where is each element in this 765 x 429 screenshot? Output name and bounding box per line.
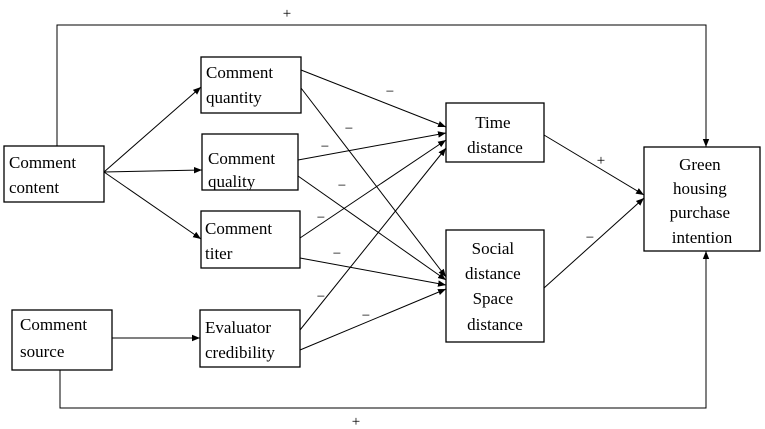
label-comment-quality: Comment quality bbox=[208, 149, 279, 191]
edge-quality-to-social bbox=[297, 175, 447, 281]
edge-social-to-green bbox=[543, 197, 645, 289]
label-line: intention bbox=[672, 228, 733, 247]
edge-quality-to-time bbox=[297, 131, 447, 161]
sign-titer-time: − bbox=[317, 210, 325, 226]
label-line: Green bbox=[679, 155, 721, 174]
label-green-housing-purchase-intention: Green housing purchase intention bbox=[670, 155, 735, 247]
sign-bottom-plus: + bbox=[352, 414, 360, 429]
label-line: Comment bbox=[20, 315, 87, 334]
label-line: distance bbox=[467, 315, 523, 334]
label-line: content bbox=[9, 178, 59, 197]
edge-content-to-titer bbox=[103, 171, 202, 240]
sign-quantity-social: − bbox=[345, 121, 353, 137]
label-line: Comment bbox=[206, 63, 273, 82]
label-time-distance: Time distance bbox=[467, 113, 523, 157]
edge-quantity-to-time bbox=[300, 69, 447, 128]
label-comment-content: Comment content bbox=[9, 153, 80, 197]
label-line: Comment bbox=[205, 219, 272, 238]
label-comment-source: Comment source bbox=[20, 315, 91, 361]
sign-top-plus: + bbox=[283, 6, 291, 22]
label-line: titer bbox=[205, 244, 233, 263]
label-line: Comment bbox=[9, 153, 76, 172]
label-line: purchase bbox=[670, 203, 730, 222]
box-comment-source bbox=[11, 309, 113, 371]
sign-credibility-time: − bbox=[317, 289, 325, 305]
label-line: Social bbox=[472, 239, 515, 258]
edge-labels: + + − − − − − − − − + − bbox=[283, 6, 605, 429]
node-boxes bbox=[3, 56, 761, 371]
label-line: Comment bbox=[208, 149, 275, 168]
label-line: distance bbox=[465, 264, 521, 283]
label-line: quality bbox=[208, 172, 256, 191]
label-social-space-distance: Social distance Space distance bbox=[465, 239, 525, 334]
label-evaluator-credibility: Evaluator credibility bbox=[205, 318, 275, 362]
edge-titer-to-social bbox=[299, 257, 447, 287]
edge-time-to-green bbox=[543, 134, 645, 196]
box-comment-quantity bbox=[200, 56, 302, 114]
edge-content-to-quality bbox=[103, 166, 203, 174]
box-comment-quality bbox=[201, 133, 299, 191]
label-comment-quantity: Comment quantity bbox=[206, 63, 277, 107]
sign-quality-time: − bbox=[321, 139, 329, 155]
label-line: housing bbox=[673, 179, 727, 198]
label-line: credibility bbox=[205, 343, 275, 362]
label-line: Evaluator bbox=[205, 318, 271, 337]
sign-quality-social: − bbox=[338, 178, 346, 194]
edge-content-to-quantity bbox=[103, 86, 202, 173]
edges bbox=[56, 24, 710, 409]
sign-time-green: + bbox=[597, 153, 605, 169]
label-line: distance bbox=[467, 138, 523, 157]
label-line: source bbox=[20, 342, 64, 361]
box-green-housing-purchase-intention bbox=[643, 146, 761, 252]
box-comment-titer bbox=[200, 210, 301, 269]
edge-titer-to-time bbox=[299, 139, 447, 239]
edge-credibility-to-social bbox=[299, 288, 447, 351]
sign-credibility-social: − bbox=[362, 308, 370, 324]
box-social-space-distance bbox=[445, 229, 545, 343]
label-line: Time bbox=[475, 113, 510, 132]
box-evaluator-credibility bbox=[199, 309, 301, 368]
edge-source-to-green bbox=[59, 251, 710, 409]
node-labels: Comment content Comment quantity Comment… bbox=[9, 63, 735, 362]
label-comment-titer: Comment titer bbox=[205, 219, 276, 263]
sign-social-green: − bbox=[586, 230, 594, 246]
label-line: Space bbox=[473, 289, 514, 308]
edge-quantity-to-social bbox=[300, 87, 447, 278]
sign-quantity-time: − bbox=[386, 84, 394, 100]
label-line: quantity bbox=[206, 88, 262, 107]
box-time-distance bbox=[445, 102, 545, 163]
box-comment-content bbox=[3, 145, 105, 203]
edge-content-to-green bbox=[56, 24, 710, 147]
edge-credibility-to-time bbox=[299, 147, 447, 331]
sign-titer-social: − bbox=[333, 246, 341, 262]
